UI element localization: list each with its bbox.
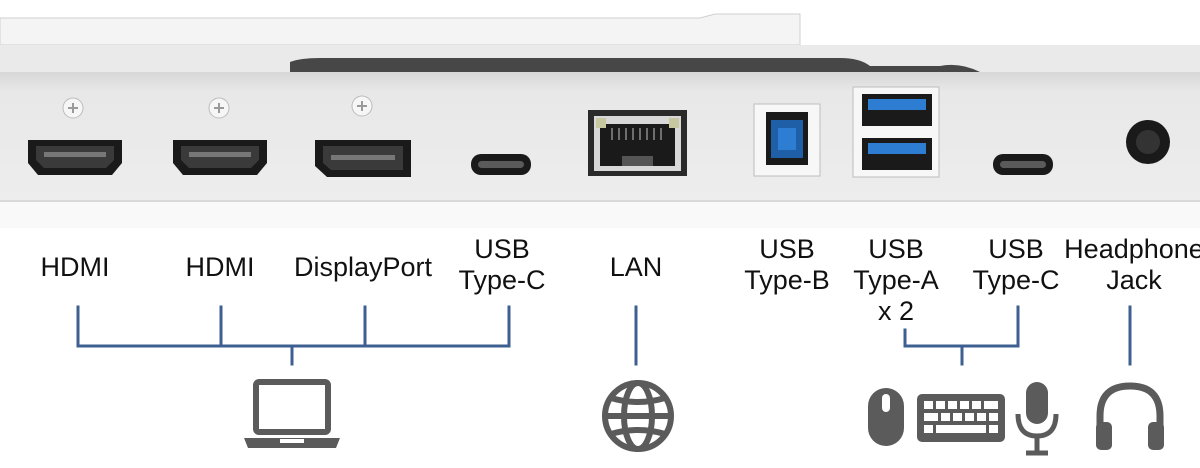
label-lan: LAN [609,252,663,282]
laptop-icon [244,379,340,448]
microphone-icon [1015,382,1059,456]
usb-type-a-ports [852,86,940,178]
bracket-laptop [76,305,511,366]
globe-icon [602,380,674,452]
label-hdmi-1: HDMI [40,252,110,282]
headphone-jack-port [1126,120,1170,164]
bracket-usb-peripherals [903,305,1020,366]
label-usb-type-a: USB Type-A x 2 [853,234,939,326]
usb-type-b-port [753,103,821,177]
label-headphone-jack: Headphone Jack [1064,234,1200,295]
displayport-port [315,140,411,177]
label-hdmi-2: HDMI [185,252,255,282]
screw-icon [208,97,230,119]
mouse-icon [868,388,904,446]
headphones-icon [1096,382,1164,450]
screw-icon [62,97,84,119]
usb-type-c-port-2 [993,154,1053,175]
lan-port [588,110,687,176]
label-displayport: DisplayPort [293,252,433,282]
screw-icon [351,95,373,117]
label-usb-type-c-2: USB Type-C [972,234,1060,295]
usb-type-c-port-1 [471,154,531,175]
hdmi-port-1 [28,140,122,175]
label-usb-type-c-1: USB Type-C [458,234,546,295]
keyboard-icon [917,394,1005,442]
label-usb-type-b: USB Type-B [744,234,830,295]
rear-port-panel [0,0,1200,228]
hdmi-port-2 [173,140,267,175]
